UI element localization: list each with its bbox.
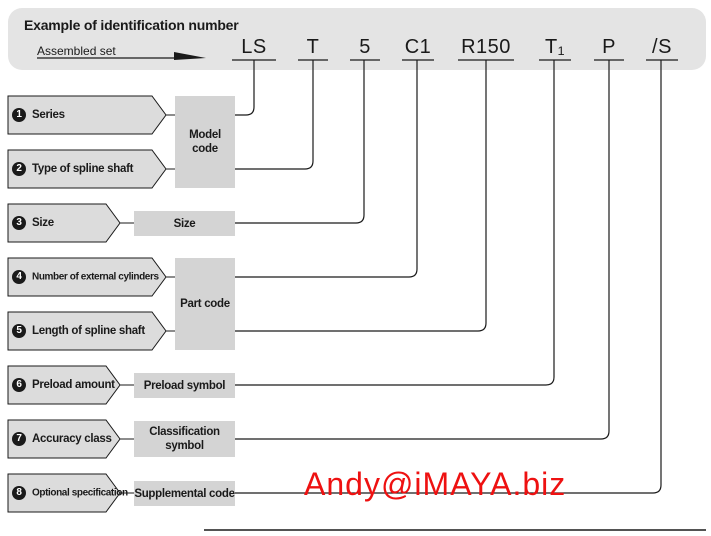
item-tag-2 [7,149,167,189]
item-number-badge: 7 [12,432,26,446]
assembled-set-label: Assembled set [37,44,116,58]
classification-symbol-box: Classification symbol [134,421,235,457]
item-3: 3 Size [12,216,54,230]
item-1: 1 Series [12,108,65,122]
item-tag-6 [7,365,121,405]
item-number-badge: 1 [12,108,26,122]
item-tag-4 [7,257,167,297]
item-label-accuracy: Accuracy class [32,433,112,445]
leader-length-r150 [235,60,487,332]
code-segment-r150: R150 [461,36,511,58]
assembled-arrow-head [174,52,206,60]
code-segment-s: /S [652,36,672,58]
item-label-spline-type: Type of spline shaft [32,163,134,175]
item-tag-5 [7,311,167,351]
item-label-preload: Preload amount [32,379,115,391]
code-segment-c1: C1 [404,36,432,58]
item-6: 6 Preload amount [12,378,115,392]
code-segment-p: P [602,36,616,58]
code-segment-t1: T₁ [545,36,565,58]
diagram-title: Example of identification number [24,17,239,33]
item-label-external-cylinders: Number of external cylinders [32,271,159,283]
item-number-badge: 2 [12,162,26,176]
supplemental-code-box: Supplemental code [134,481,235,506]
leader-cylinders-c1 [235,60,418,278]
item-4: 4 Number of external cylinders [12,270,159,284]
item-label-optional: Optional specification [32,487,128,499]
item-2: 2 Type of spline shaft [12,162,133,176]
item-tag-7 [7,419,121,459]
item-number-badge: 3 [12,216,26,230]
size-box: Size [134,211,235,236]
item-number-badge: 4 [12,270,26,284]
watermark-text: Andy@iMAYA.biz [304,466,567,502]
preload-symbol-box: Preload symbol [134,373,235,398]
item-tag-8 [7,473,121,513]
model-code-box: Model code [175,96,235,188]
code-segment-ls: LS [241,36,267,58]
item-number-badge: 6 [12,378,26,392]
leader-type-t [235,60,314,170]
leader-series-ls [235,60,255,116]
item-label-shaft-length: Length of spline shaft [32,325,145,337]
code-segment-5: 5 [359,36,371,58]
code-segment-t: T [306,36,320,58]
leader-accuracy-p [235,60,610,440]
item-tag-3 [7,203,121,243]
item-8: 8 Optional specification [12,486,128,500]
leader-size-5 [235,60,365,224]
item-label-series: Series [32,109,65,121]
item-7: 7 Accuracy class [12,432,112,446]
item-tag-1 [7,95,167,135]
item-label-size: Size [32,217,54,229]
leader-preload-t1 [235,60,555,386]
item-5: 5 Length of spline shaft [12,324,145,338]
item-number-badge: 5 [12,324,26,338]
part-code-box: Part code [175,258,235,350]
leader-optional-s [235,60,662,494]
item-number-badge: 8 [12,486,26,500]
